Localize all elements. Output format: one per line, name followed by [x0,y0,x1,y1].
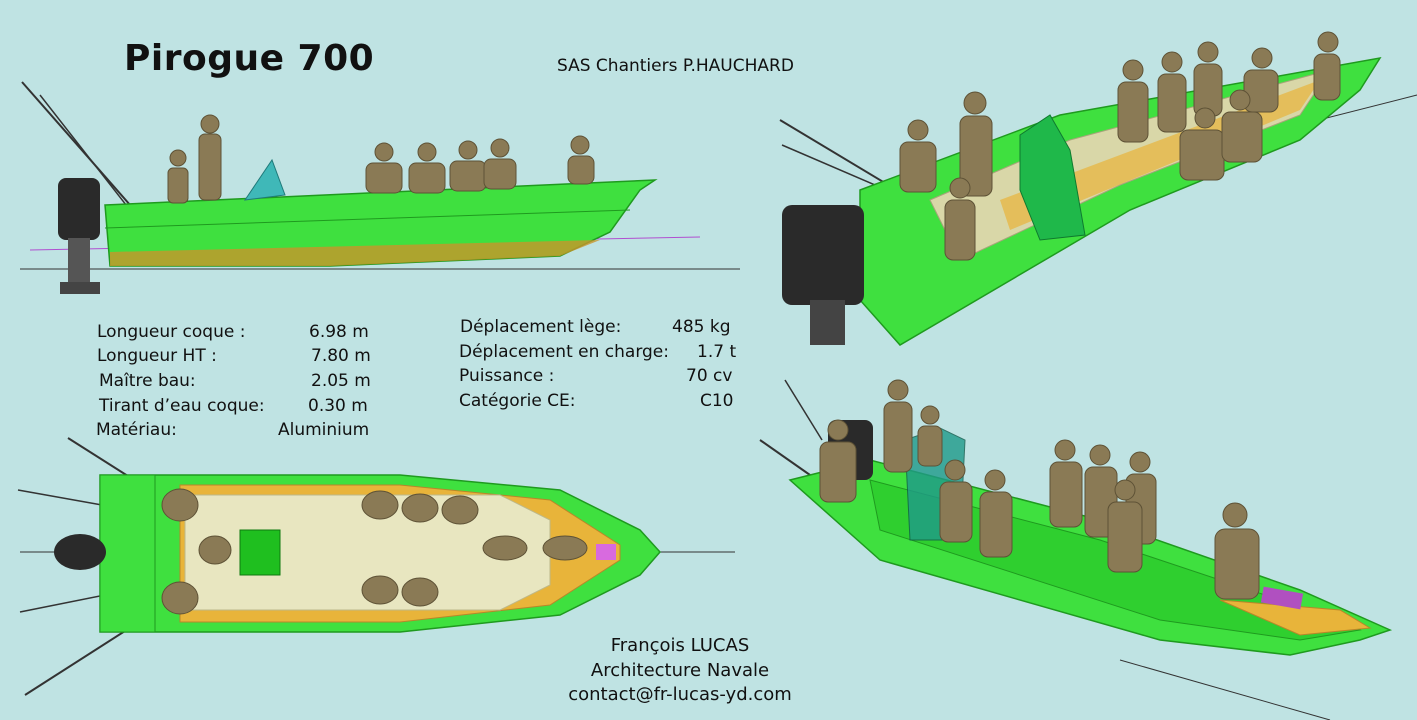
credits-name: François LUCAS [610,635,750,656]
spec-label: Déplacement en charge: [459,342,669,362]
builder-name: SAS Chantiers P.HAUCHARD [557,56,794,76]
spec-value: 7.80 m [311,346,371,366]
spec-label: Maître bau: [99,371,196,391]
page-title: Pirogue 700 [124,38,375,79]
spec-value: 1.7 t [697,342,737,362]
spec-value: 70 cv [686,366,733,386]
spec-value: C10 [700,391,734,411]
spec-label: Tirant d’eau coque: [99,396,265,416]
spec-value: Aluminium [278,420,370,440]
credits-email[interactable]: contact@fr-lucas-yd.com [568,684,792,705]
spec-value: 485 kg [672,317,731,337]
spec-value: 0.30 m [308,396,368,416]
spec-label: Longueur coque : [97,322,246,342]
spec-label: Déplacement lège: [460,317,622,337]
spec-label: Matériau: [96,420,177,440]
spec-label: Longueur HT : [97,346,217,366]
spec-label: Puissance : [459,366,555,386]
spec-label: Catégorie CE: [459,391,576,411]
spec-value: 2.05 m [311,371,371,391]
credits-role: Architecture Navale [590,659,770,681]
spec-value: 6.98 m [309,322,369,342]
credits-block: François LUCAS Architecture Navale conta… [530,634,830,708]
